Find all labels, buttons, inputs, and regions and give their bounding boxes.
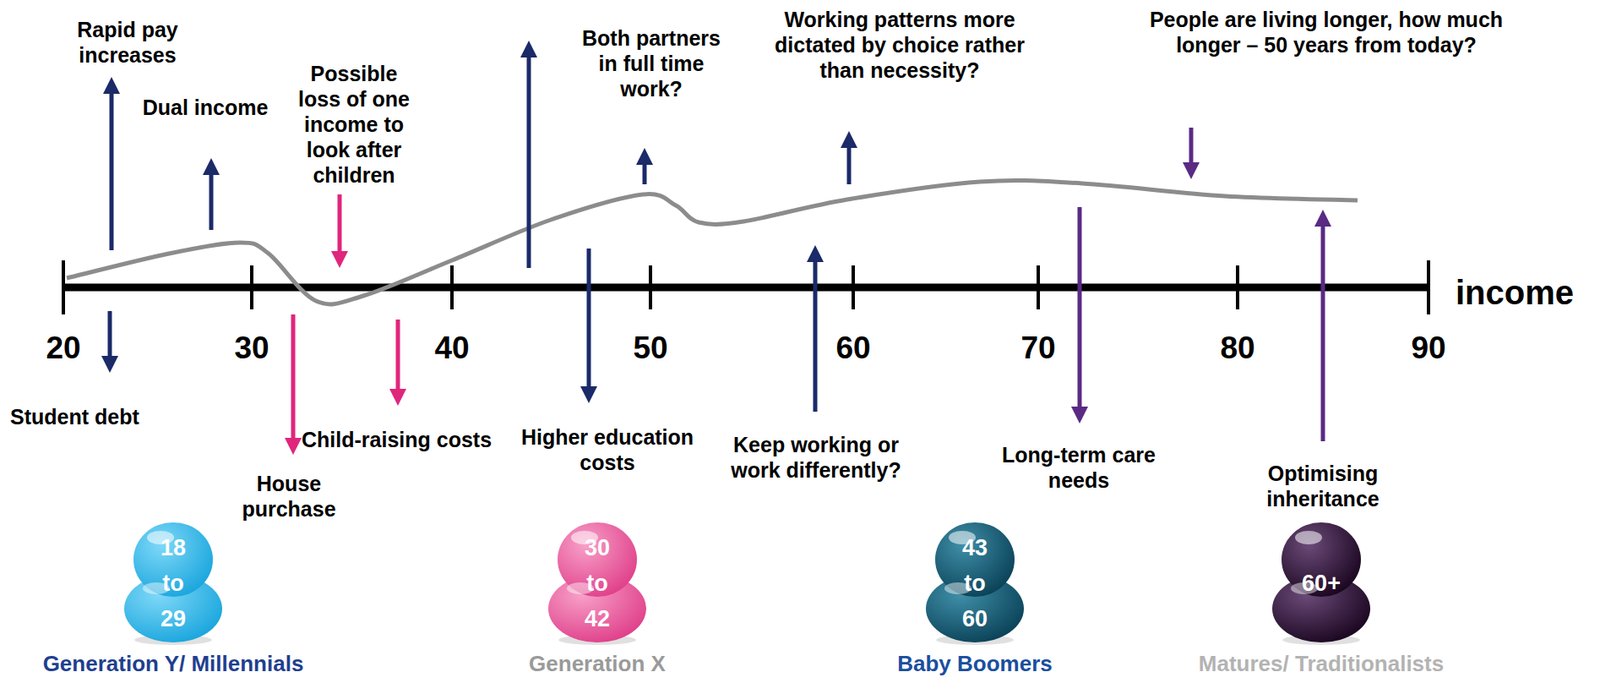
age-range: 18 to 29 — [152, 529, 195, 637]
income-curve — [66, 179, 1358, 304]
arrow-head — [806, 244, 824, 262]
arrow-head — [636, 147, 654, 165]
generation-icon: 18 to 29Generation Y/ Millennials — [122, 517, 224, 648]
trend-arrow — [109, 93, 115, 251]
axis-number: 50 — [616, 329, 685, 367]
trend-arrow — [1077, 206, 1083, 407]
age-box: 18 to 29 — [122, 517, 224, 648]
trend-arrow — [337, 194, 343, 251]
callout-label: Dual income — [133, 94, 278, 120]
axis-tick — [648, 265, 653, 310]
axis-number: 20 — [29, 329, 98, 367]
callout-label: Both partners in full time work? — [575, 25, 728, 102]
age-box: 43 to 60 — [924, 517, 1026, 648]
generation-icon: 30 to 42Generation X — [546, 517, 648, 648]
trend-arrow — [587, 248, 592, 387]
axis-tick — [1235, 265, 1240, 310]
axis-tick — [450, 265, 454, 310]
generation-name: Baby Boomers — [897, 650, 1053, 677]
axis-number: 70 — [1004, 329, 1073, 367]
trend-arrow — [108, 310, 113, 356]
generation-name: Generation X — [528, 650, 666, 677]
callout-label: Keep working or work differently? — [717, 431, 916, 483]
arrow-head — [103, 76, 120, 94]
callout-label: People are living longer, how much longe… — [1148, 6, 1504, 58]
age-range: 30 to 42 — [576, 529, 619, 637]
callout-label: Rapid pay increases — [68, 16, 187, 68]
age-box: 60+ — [1270, 517, 1372, 648]
arrow-head — [840, 130, 858, 148]
income-axis — [63, 260, 1429, 315]
generation-icon: 60+Matures/ Traditionalists — [1270, 517, 1372, 648]
callout-label: Student debt — [10, 403, 140, 430]
arrow-head — [1314, 209, 1332, 227]
axis-tick — [1426, 260, 1431, 315]
trend-arrow — [396, 319, 401, 389]
trend-arrow — [209, 174, 214, 230]
arrow-head — [101, 355, 119, 373]
axis-tick — [61, 260, 66, 315]
axis-number: 40 — [418, 329, 486, 367]
callout-label: Child-raising costs — [301, 426, 492, 452]
axis-number: 80 — [1203, 329, 1272, 367]
age-range: 43 to 60 — [953, 529, 996, 637]
generation-icon: 43 to 60Baby Boomers — [924, 517, 1026, 648]
arrow-head — [580, 386, 598, 403]
age-range: 60+ — [1300, 565, 1343, 601]
trend-arrow — [291, 314, 296, 438]
axis-number: 90 — [1394, 329, 1463, 367]
generation-name: Matures/ Traditionalists — [1198, 650, 1444, 677]
trend-arrow — [527, 57, 532, 268]
callout-label: Optimising inheritance — [1255, 460, 1391, 512]
trend-arrow — [1321, 226, 1326, 441]
callout-label: Possible loss of one income to look afte… — [290, 60, 418, 188]
axis-tick — [250, 265, 254, 310]
axis-tick — [1036, 265, 1040, 310]
arrow-head — [202, 157, 220, 175]
generation-name: Generation Y/ Millennials — [43, 650, 305, 677]
callout-label: House purchase — [234, 470, 344, 522]
arrow-head — [1182, 162, 1200, 180]
arrow-head — [520, 40, 538, 58]
trend-arrow — [847, 147, 852, 185]
axis-tick — [851, 265, 855, 310]
axis-line — [63, 283, 1429, 292]
callout-label: Higher education costs — [521, 424, 695, 475]
age-box: 30 to 42 — [546, 517, 648, 648]
arrow-head — [389, 388, 407, 406]
axis-title: income — [1455, 272, 1574, 313]
arrow-head — [1071, 406, 1089, 424]
arrow-head — [331, 250, 349, 268]
trend-arrow — [813, 261, 818, 412]
axis-number: 30 — [217, 329, 286, 367]
highlight — [1295, 530, 1323, 545]
callout-label: Long-term care needs — [996, 441, 1162, 493]
callout-label: Working patterns more dictated by choice… — [760, 6, 1040, 83]
arrow-head — [284, 437, 302, 455]
trend-arrow — [1189, 127, 1194, 163]
axis-number: 60 — [819, 329, 888, 367]
arrow-group — [101, 40, 1332, 455]
trend-arrow — [642, 164, 648, 185]
